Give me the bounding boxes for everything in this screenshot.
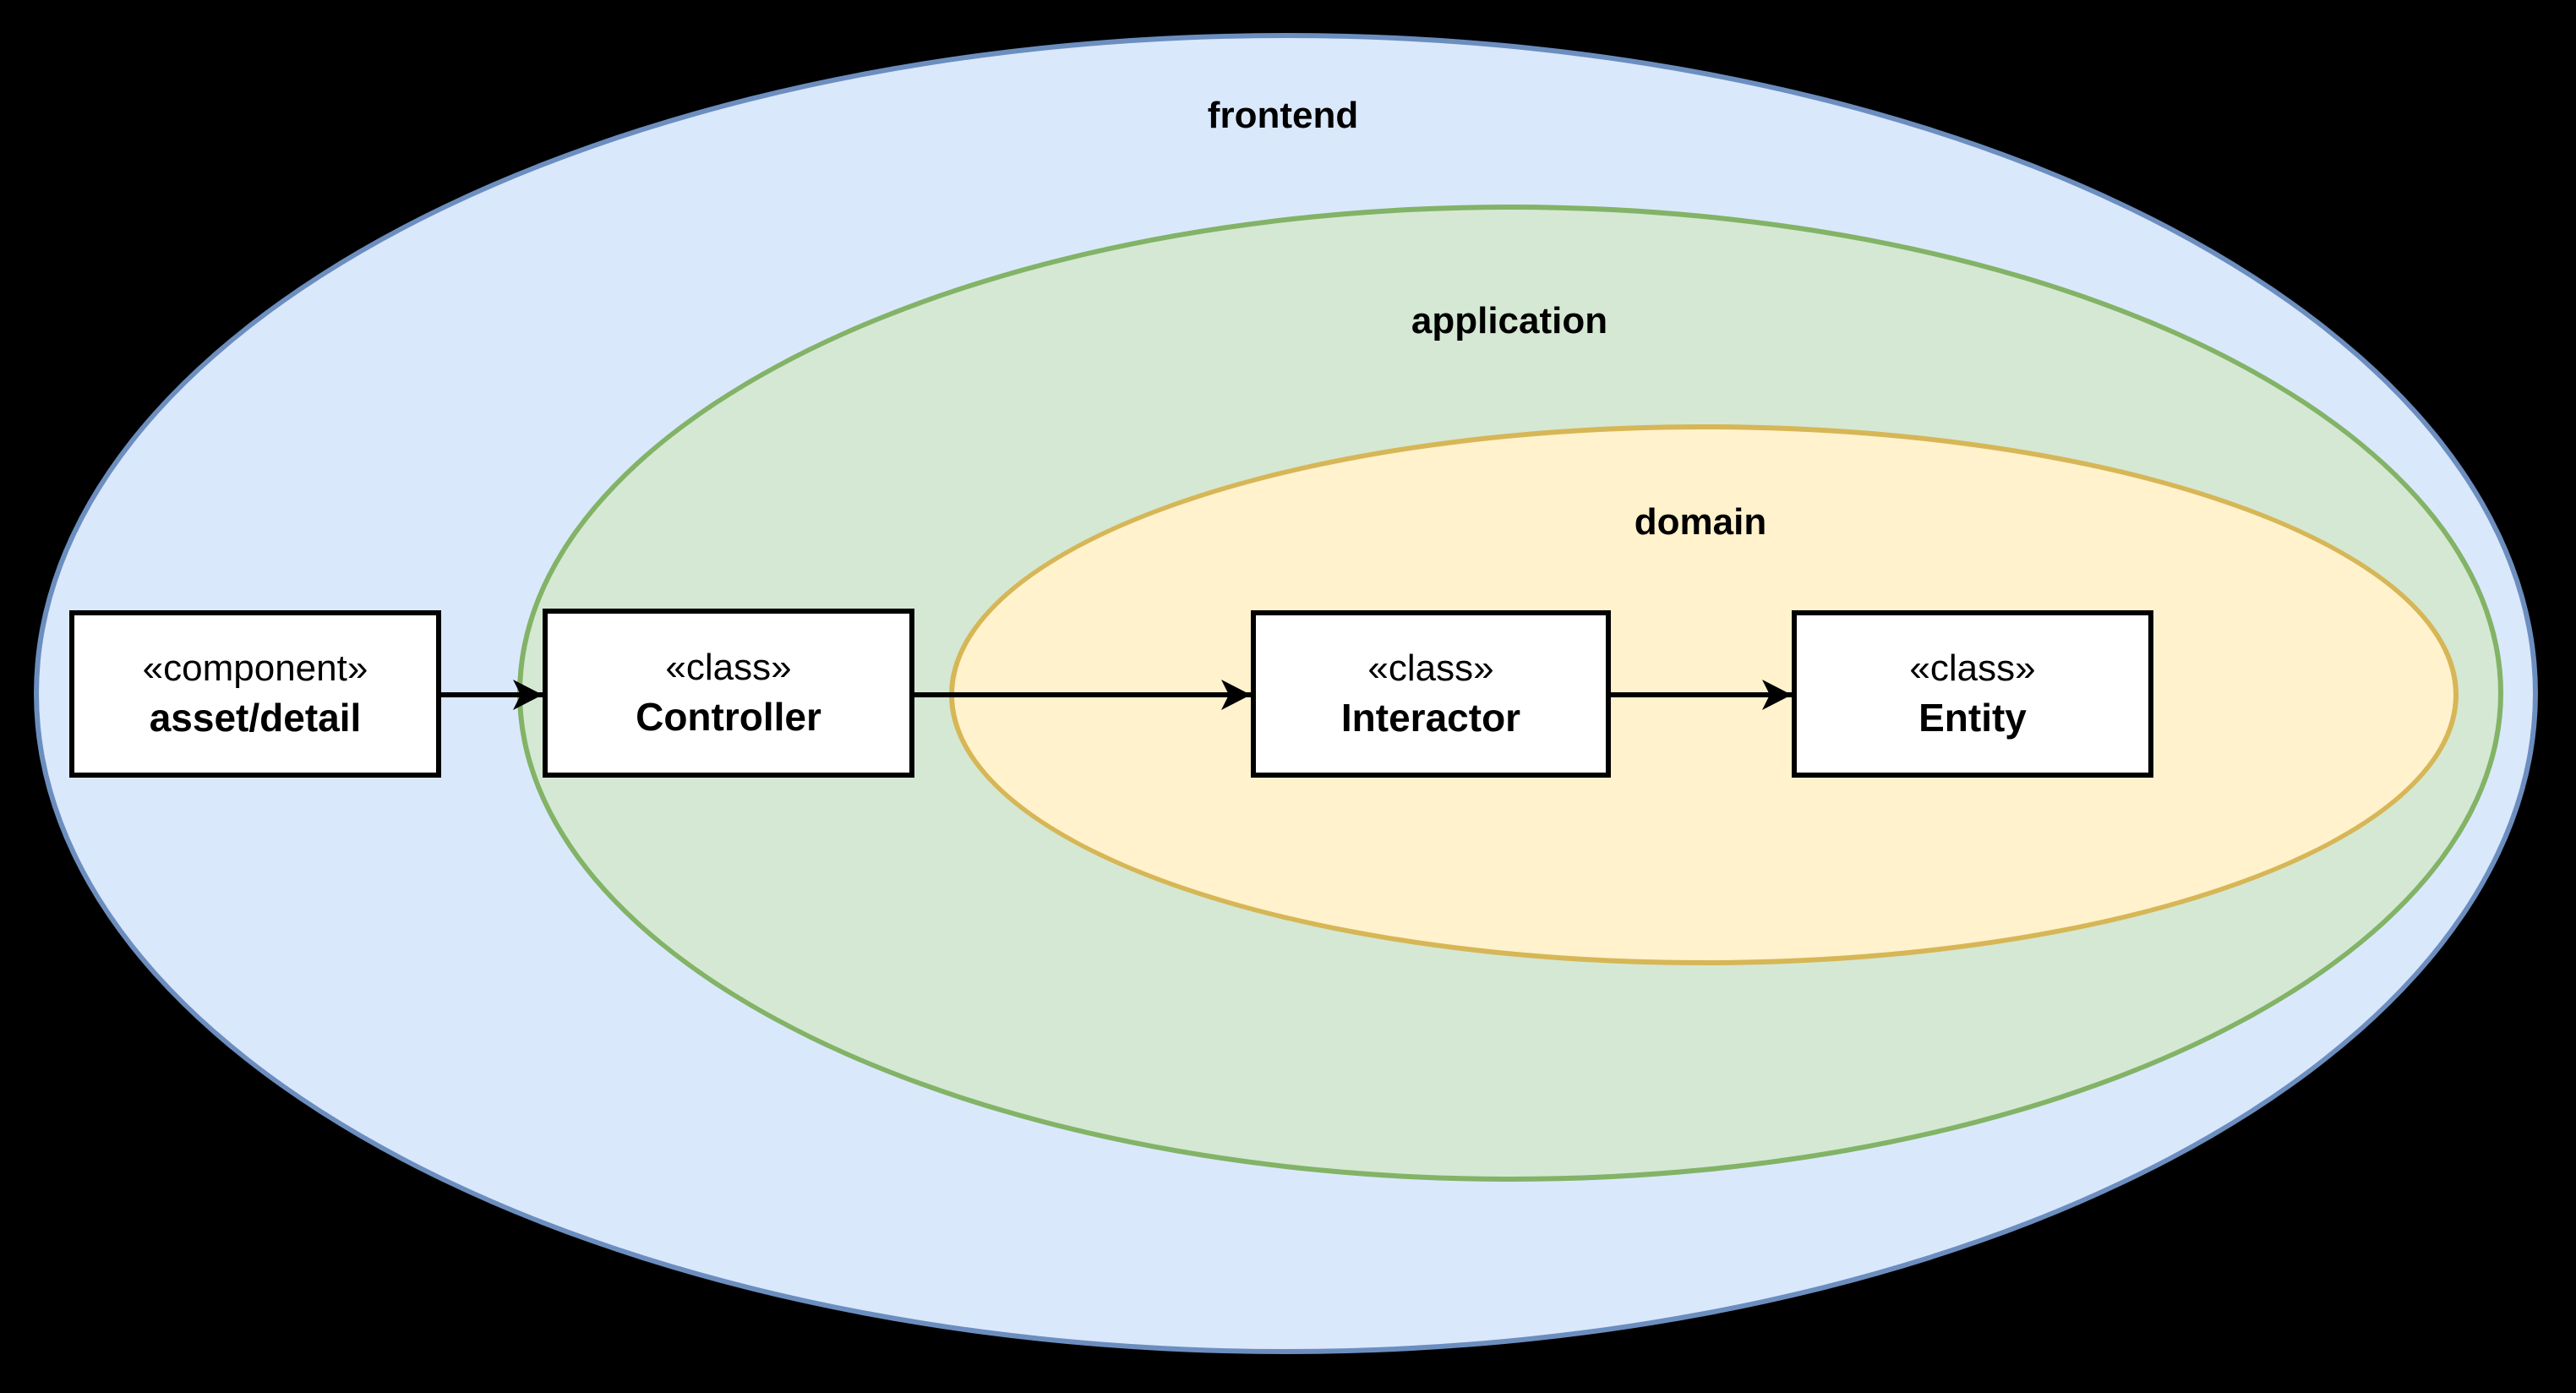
node-asset-detail: «component» asset/detail — [69, 610, 441, 778]
node-controller: «class» Controller — [543, 609, 914, 778]
node-interactor-stereotype: «class» — [1367, 647, 1494, 690]
node-entity-name: Entity — [1918, 695, 2027, 740]
node-asset-detail-stereotype: «component» — [142, 647, 368, 690]
node-controller-stereotype: «class» — [665, 647, 792, 689]
domain-label: domain — [1634, 501, 1767, 543]
node-interactor-name: Interactor — [1340, 695, 1521, 740]
node-controller-name: Controller — [636, 694, 821, 739]
node-asset-detail-name: asset/detail — [149, 695, 362, 740]
node-entity: «class» Entity — [1792, 610, 2153, 778]
node-entity-stereotype: «class» — [1909, 647, 2036, 690]
application-label: application — [1411, 300, 1608, 341]
frontend-label: frontend — [1207, 95, 1359, 136]
node-interactor: «class» Interactor — [1251, 610, 1611, 778]
